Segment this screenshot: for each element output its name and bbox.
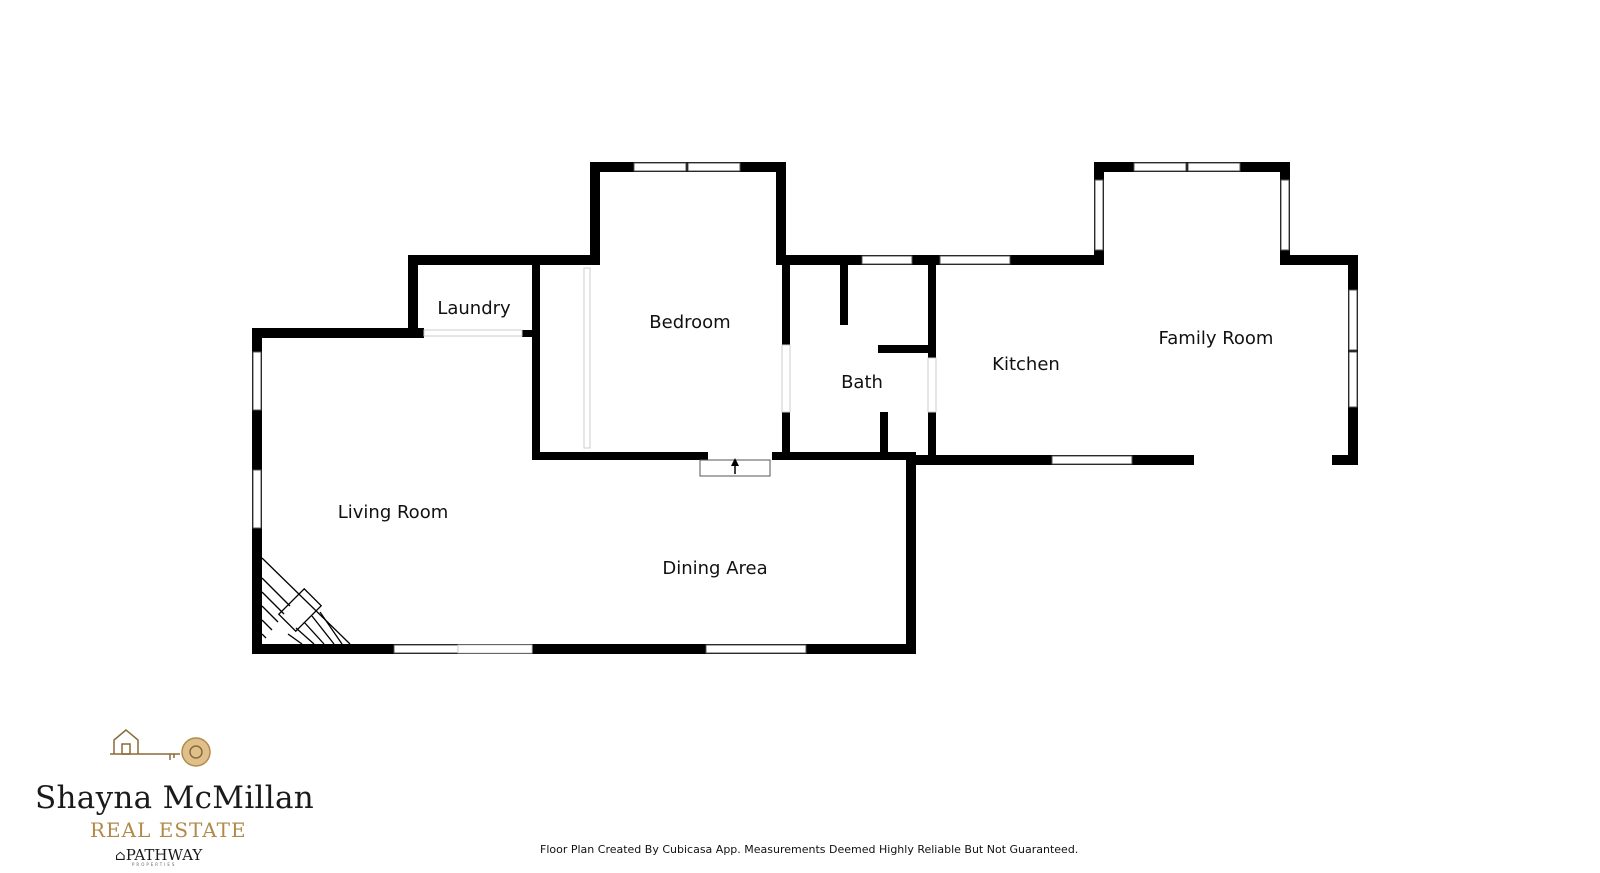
brand-name: Shayna McMillan — [35, 780, 315, 816]
stairs — [261, 557, 351, 645]
room-label-dining-area: Dining Area — [662, 558, 768, 579]
home-icon: ⌂ — [115, 848, 126, 864]
room-label-kitchen: Kitchen — [992, 354, 1060, 375]
partner-label: PATHWAY — [125, 846, 203, 864]
openings — [423, 267, 937, 654]
partner-tagline: PROPERTIES — [132, 862, 177, 867]
room-label-bedroom: Bedroom — [649, 312, 731, 333]
entry-door — [699, 458, 771, 477]
room-label-family-room: Family Room — [1158, 328, 1274, 349]
partner-name: ⌂PATHWAY — [115, 846, 202, 864]
footer-disclaimer: Floor Plan Created By Cubicasa App. Meas… — [540, 843, 1079, 856]
brand-logo: Shayna McMillan REAL ESTATE ⌂PATHWAY PRO… — [30, 728, 314, 868]
windows — [252, 162, 1358, 654]
room-label-laundry: Laundry — [437, 298, 511, 319]
house-key-icon — [110, 729, 211, 767]
room-label-bath: Bath — [841, 372, 883, 393]
brand-subtitle: REAL ESTATE — [90, 818, 247, 842]
room-label-living-room: Living Room — [337, 502, 449, 523]
walls — [252, 162, 1358, 654]
